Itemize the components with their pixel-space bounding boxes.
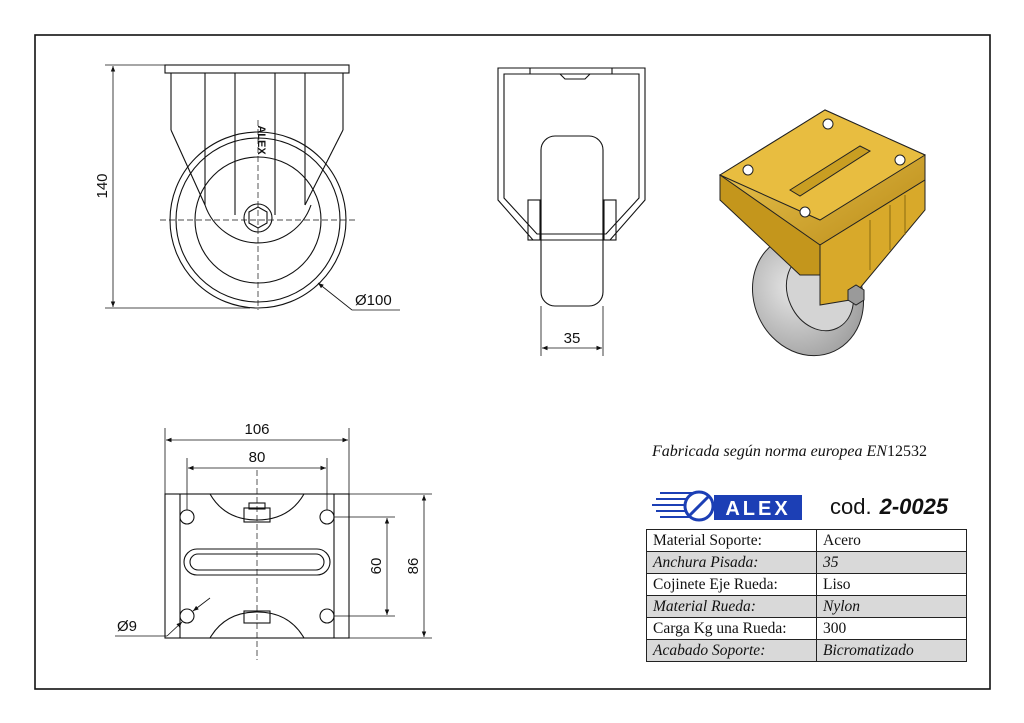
spec-row: Cojinete Eje Rueda: Liso bbox=[646, 573, 967, 596]
spec-row: Material Rueda: Nylon bbox=[646, 595, 967, 618]
dimension-wheel-diameter bbox=[317, 282, 400, 311]
code-label: cod. bbox=[830, 494, 872, 519]
spec-label: Acabado Soporte: bbox=[646, 639, 817, 662]
product-code: cod. 2-0025 bbox=[830, 494, 948, 520]
dim-tread-width-label: 35 bbox=[564, 330, 581, 347]
dim-hole-spacing-x-label: 80 bbox=[249, 449, 266, 466]
dim-hole-spacing-y-label: 60 bbox=[368, 558, 385, 575]
logo-text: ALEX bbox=[725, 498, 790, 520]
spec-label: Anchura Pisada: bbox=[646, 551, 817, 574]
dimension-hole-spacing-y bbox=[334, 516, 395, 617]
isometric-view bbox=[718, 109, 927, 357]
spec-value: Nylon bbox=[816, 595, 967, 618]
dimension-plate-width bbox=[164, 428, 350, 494]
spec-value: Acero bbox=[816, 529, 967, 552]
dim-hole-diameter-label: Ø9 bbox=[117, 618, 137, 635]
drawing-frame bbox=[34, 34, 991, 690]
alex-logo: ALEX bbox=[652, 490, 802, 522]
spec-row: Acabado Soporte: Bicromatizado bbox=[646, 639, 967, 662]
side-view bbox=[160, 64, 356, 310]
norm-number: 12532 bbox=[886, 443, 927, 460]
spec-value: Bicromatizado bbox=[816, 639, 967, 662]
spec-row: Carga Kg una Rueda: 300 bbox=[646, 617, 967, 640]
spec-table: Material Soporte: Acero Anchura Pisada: … bbox=[646, 529, 967, 662]
dimension-hole-diameter bbox=[115, 597, 211, 637]
spec-label: Material Soporte: bbox=[646, 529, 817, 552]
code-value: 2-0025 bbox=[879, 494, 949, 519]
dim-plate-length-label: 86 bbox=[405, 558, 422, 575]
spec-label: Cojinete Eje Rueda: bbox=[646, 573, 817, 596]
spec-value: 300 bbox=[816, 617, 967, 640]
dim-plate-width-label: 106 bbox=[244, 421, 269, 438]
spec-value: 35 bbox=[816, 551, 967, 574]
embossed-logo: ALEX bbox=[255, 125, 267, 155]
dimension-height bbox=[105, 64, 250, 309]
spec-label: Carga Kg una Rueda: bbox=[646, 617, 817, 640]
dimension-hole-spacing-x bbox=[186, 458, 328, 510]
spec-value: Liso bbox=[816, 573, 967, 596]
dim-wheel-diameter-label: Ø100 bbox=[355, 292, 392, 309]
norm-statement: Fabricada según norma europea EN12532 bbox=[652, 443, 972, 461]
dimension-plate-length bbox=[349, 493, 432, 639]
norm-text: Fabricada según norma europea EN bbox=[652, 443, 887, 460]
front-view bbox=[497, 67, 646, 307]
spec-row: Anchura Pisada: 35 bbox=[646, 551, 967, 574]
top-view bbox=[164, 470, 350, 660]
dim-height-label: 140 bbox=[94, 173, 111, 198]
dimension-tread-width bbox=[540, 306, 604, 356]
spec-label: Material Rueda: bbox=[646, 595, 817, 618]
spec-row: Material Soporte: Acero bbox=[646, 529, 967, 552]
